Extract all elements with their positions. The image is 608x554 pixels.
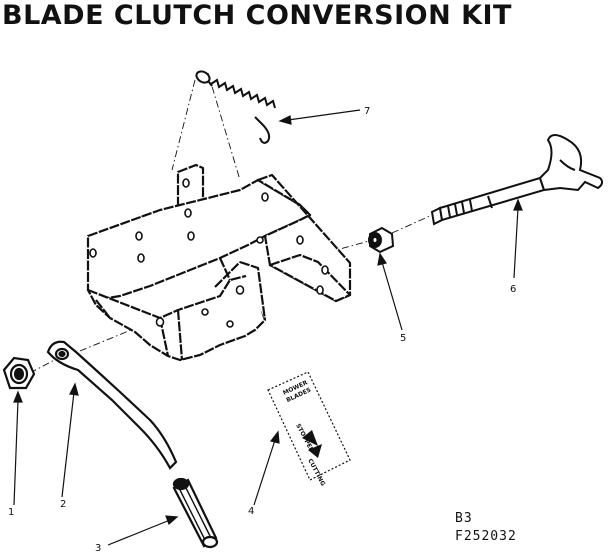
spacer-bushing (368, 226, 395, 254)
hex-nut (2, 356, 36, 390)
callout-7: 7 (364, 106, 370, 117)
figure-code-b3: B3 (455, 511, 473, 526)
bracket-holes (89, 178, 329, 328)
instruction-decal: MOWER BLADES STOPPED CUTTING (267, 371, 351, 487)
mounting-bracket (86, 163, 352, 362)
diagram-title: BLADE CLUTCH CONVERSION KIT (2, 0, 512, 31)
clutch-lever (46, 340, 178, 470)
extension-spring (195, 70, 276, 144)
decal-arrows-icon (302, 430, 322, 458)
callout-1: 1 (8, 507, 14, 518)
callout-3: 3 (95, 543, 101, 554)
callout-5: 5 (400, 333, 406, 344)
handle-grip (172, 477, 219, 549)
leader-lines (13, 109, 523, 546)
figure-code-part-number: F252032 (455, 529, 517, 544)
callout-6: 6 (510, 284, 516, 295)
callout-4: 4 (248, 506, 254, 517)
callout-2: 2 (60, 499, 66, 510)
clutch-shaft (430, 134, 604, 226)
assembly-centerlines (29, 72, 433, 374)
